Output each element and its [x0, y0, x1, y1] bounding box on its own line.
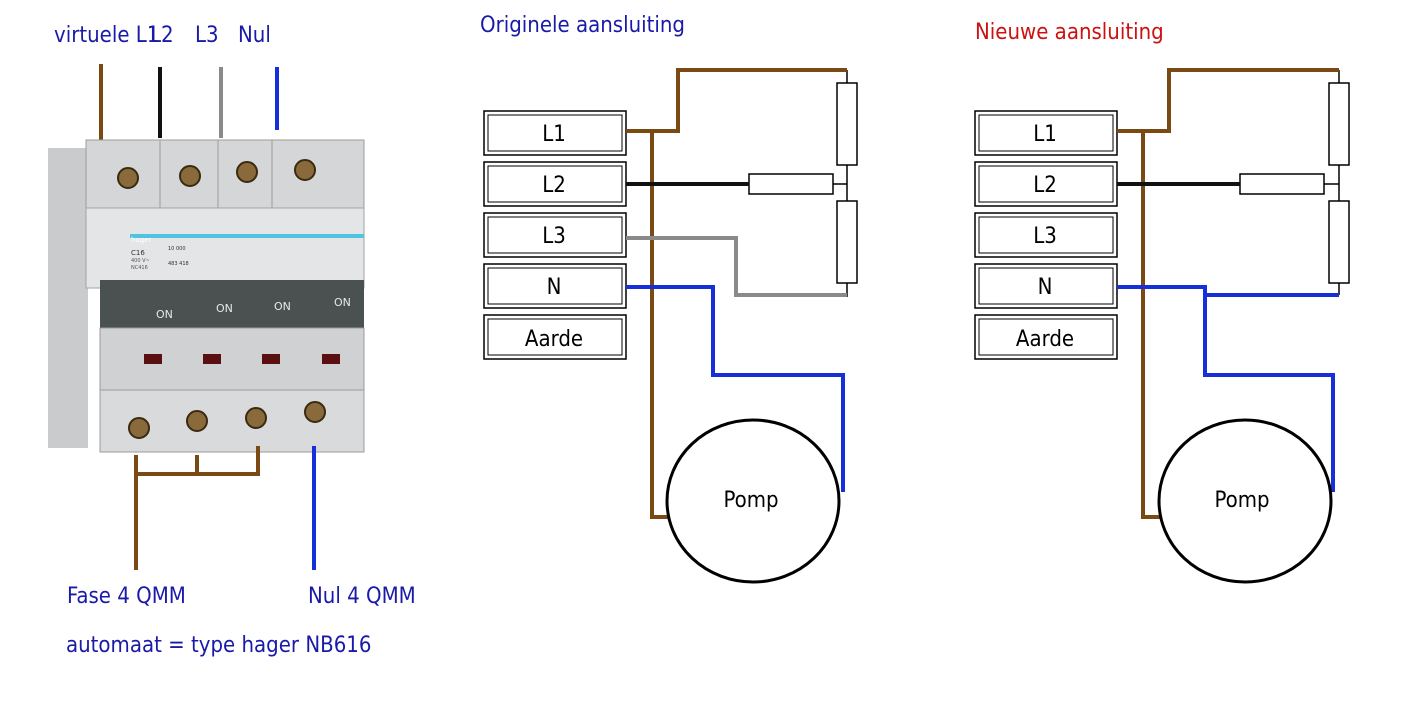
pump: Pomp — [1157, 418, 1333, 584]
terminal-l1: L1 — [1033, 122, 1057, 147]
breaker-side — [48, 148, 88, 448]
wire-n — [1117, 285, 1335, 492]
resistor — [1328, 200, 1350, 284]
terminal-l3: L3 — [1033, 224, 1057, 249]
diagram-title-original: Originele aansluiting — [480, 13, 685, 38]
terminal-l2: L2 — [542, 173, 566, 198]
pump-label: Pomp — [1214, 488, 1269, 513]
label-l3: L3 — [195, 23, 219, 48]
pump-circle — [665, 418, 841, 584]
resistor-network — [1239, 70, 1350, 295]
terminal-l3: L3 — [542, 224, 566, 249]
terminal-aarde: Aarde — [525, 327, 583, 352]
terminal-n: N — [547, 275, 562, 300]
label-virtuele-l1: virtuele L1 — [54, 23, 159, 48]
label-fase-4qmm: Fase 4 QMM — [67, 584, 186, 609]
resistor-network — [748, 70, 858, 297]
wire-l1 — [1117, 68, 1339, 133]
pump-label: Pomp — [723, 488, 778, 513]
breaker-code: 483 418 — [168, 261, 189, 267]
breaker-panel: virtuele L1 L2 L3 Nul hager C16 40 — [48, 23, 416, 658]
breaker-brand: hager — [131, 236, 151, 244]
breaker-rating: C16 — [131, 249, 145, 257]
breaker-face — [85, 207, 365, 289]
terminal-n: N — [1038, 275, 1053, 300]
terminal-l1: L1 — [542, 122, 566, 147]
resistor — [836, 200, 858, 284]
terminal-block: L1 L2 L3 N Aarde — [483, 110, 627, 360]
resistor — [748, 173, 834, 195]
screw-terminals-bottom — [128, 401, 326, 439]
resistor — [836, 82, 858, 166]
switch-on-label: ON — [156, 308, 173, 321]
resistor — [1239, 173, 1325, 195]
breaker-model: NC416 — [131, 265, 148, 271]
label-nul-4qmm: Nul 4 QMM — [308, 584, 416, 609]
switch-on-label: ON — [334, 296, 351, 309]
pump: Pomp — [665, 418, 841, 584]
diagram-title-new: Nieuwe aansluiting — [975, 20, 1164, 45]
resistor — [1328, 82, 1350, 166]
diagram-original: Originele aansluiting L1 L2 L3 N Aarde — [480, 13, 858, 584]
wire-l1-to-pump — [1141, 131, 1161, 519]
wire-n — [626, 285, 845, 492]
label-nul: Nul — [238, 23, 271, 48]
wire-l1 — [626, 68, 847, 133]
breaker-switch-bar — [100, 280, 364, 328]
label-automaat-type: automaat = type hager NB616 — [66, 633, 371, 658]
switch-on-label: ON — [274, 300, 291, 313]
terminal-l2: L2 — [1033, 173, 1057, 198]
wire-l1-to-pump — [650, 131, 670, 519]
switch-on-label: ON — [216, 302, 233, 315]
label-l2: L2 — [150, 23, 174, 48]
terminal-block: L1 L2 L3 N Aarde — [974, 110, 1118, 360]
wire-l3 — [626, 236, 847, 297]
breaker-capacity: 10 000 — [168, 246, 186, 252]
breaker-voltage: 400 V~ — [131, 258, 150, 264]
pump-circle — [1157, 418, 1333, 584]
screw-terminals-top — [117, 159, 316, 189]
terminal-aarde: Aarde — [1016, 327, 1074, 352]
circuit-breaker: hager C16 400 V~ NC416 10 000 483 418 ON… — [48, 139, 365, 453]
diagram-new: Nieuwe aansluiting L1 L2 L3 N Aarde — [974, 20, 1350, 584]
